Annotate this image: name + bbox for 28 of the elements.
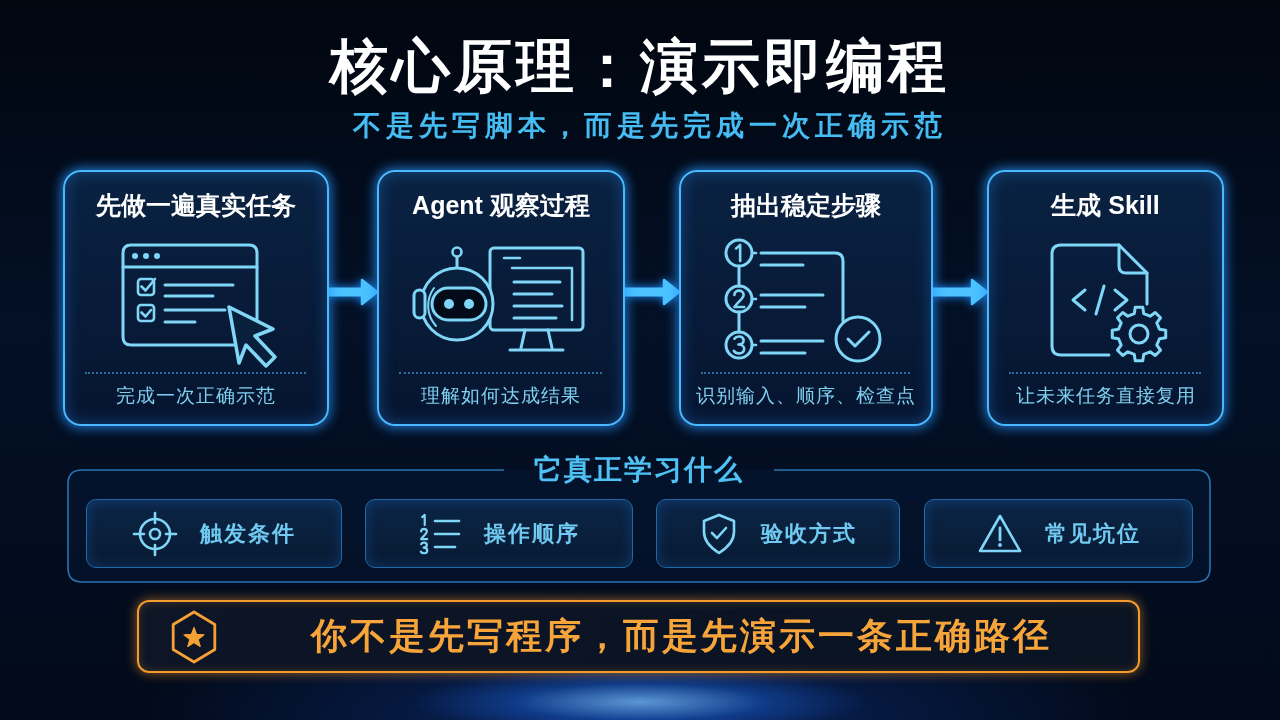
card-caption: 让未来任务直接复用 [1015,384,1196,408]
topic-label: 验收方式 [761,519,857,548]
section-heading: 它真正学习什么 [534,453,744,487]
card-title: 生成 Skill [1051,190,1160,220]
topic-label: 操作顺序 [484,519,580,548]
step-card [63,170,329,426]
arrow [625,278,681,306]
card-caption: 识别输入、顺序、检查点 [696,384,916,408]
arrow [933,278,989,306]
card-title: Agent 观察过程 [412,190,590,220]
step-card [377,170,625,426]
banner-text: 你不是先写程序，而是先演示一条正确路径 [311,614,1052,658]
card-title: 抽出稳定步骤 [731,190,881,220]
step-card [987,170,1224,426]
arrow [329,278,379,306]
topic-card [86,499,342,568]
card-title: 先做一遍真实任务 [96,190,296,220]
topic-card [924,499,1193,568]
card-caption: 完成一次正确示范 [116,384,276,408]
banner [137,600,1140,673]
topic-card [365,499,633,568]
card-caption: 理解如何达成结果 [421,384,581,408]
topic-card [656,499,900,568]
topic-label: 常见坑位 [1044,519,1141,548]
step-card [679,170,933,426]
subtitle: 不是先写脚本，而是先完成一次正确示范 [353,109,947,143]
title: 核心原理：演示即编程 [330,32,950,100]
topic-label: 触发条件 [200,519,296,548]
